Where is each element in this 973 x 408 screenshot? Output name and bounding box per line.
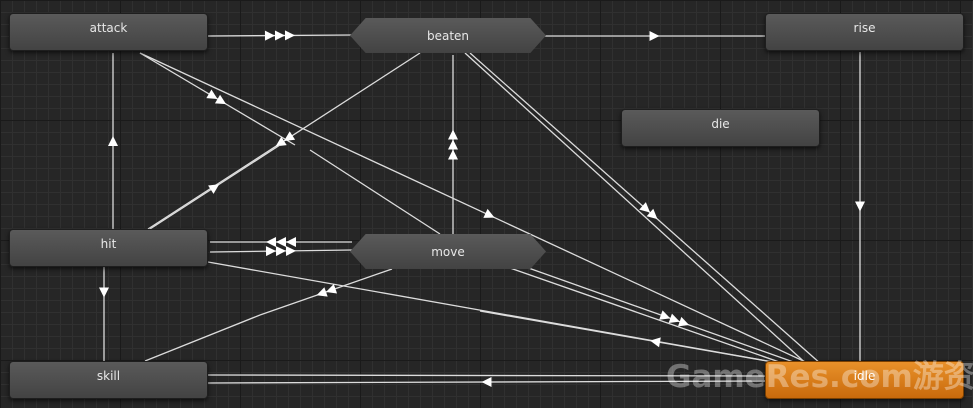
arrow-icon	[264, 30, 275, 41]
arrow-icon	[448, 139, 458, 150]
arrow-icon	[481, 376, 492, 387]
arrow-icon	[649, 31, 660, 41]
arrow-icon	[99, 287, 109, 298]
arrow-icon	[284, 30, 295, 41]
arrow-icon	[646, 208, 658, 220]
arrow-icon	[274, 30, 285, 41]
arrow-icon	[448, 129, 458, 140]
state-label: skill	[96, 369, 121, 383]
arrow-icon	[275, 246, 286, 257]
arrow-icon	[650, 337, 661, 348]
state-label: beaten	[426, 28, 470, 43]
transitions	[99, 30, 865, 387]
state-skill[interactable]: skill	[9, 361, 208, 399]
arrow-icon	[325, 284, 338, 294]
arrow-icon	[285, 245, 296, 256]
state-hit[interactable]: hit	[9, 229, 208, 267]
state-rise[interactable]: rise	[765, 13, 964, 51]
arrow-icon	[678, 316, 690, 327]
transition-attack-to-beaten-lower[interactable]	[139, 52, 296, 146]
transition-move-to-idle-b[interactable]	[509, 267, 826, 379]
transition-beaten-to-idle-b[interactable]	[464, 52, 823, 379]
arrow-icon	[855, 201, 865, 212]
state-label: move	[431, 244, 465, 259]
arrow-icon	[639, 202, 651, 213]
arrow-icon	[668, 313, 680, 324]
arrow-icon	[448, 149, 458, 160]
state-move[interactable]: move	[350, 234, 546, 269]
arrow-icon	[284, 131, 296, 142]
transition-skill-to-idle[interactable]	[207, 374, 766, 377]
arrow-icon	[316, 287, 328, 297]
arrow-icon	[214, 94, 227, 105]
state-label: hit	[100, 237, 117, 251]
transition-move-to-skill-line[interactable]	[144, 314, 261, 362]
arrow-icon	[483, 208, 495, 218]
arrow-icon	[206, 89, 218, 99]
arrow-icon	[286, 237, 296, 247]
arrow-icon	[108, 136, 118, 146]
arrow-icon	[208, 184, 220, 194]
state-attack[interactable]: attack	[9, 13, 208, 51]
state-beaten[interactable]: beaten	[350, 18, 546, 53]
transition-beaten-to-attack-line[interactable]	[309, 149, 441, 235]
arrow-icon	[266, 237, 276, 247]
arrow-icon	[659, 310, 671, 320]
arrow-icon	[265, 246, 276, 257]
arrow-icon	[276, 237, 286, 247]
state-label: rise	[853, 21, 876, 35]
state-label: attack	[89, 21, 128, 35]
state-idle[interactable]: idle	[765, 361, 964, 399]
state-die[interactable]: die	[621, 109, 820, 147]
state-label: die	[711, 117, 730, 131]
state-label: idle	[853, 369, 876, 383]
arrow-icon	[275, 136, 287, 147]
